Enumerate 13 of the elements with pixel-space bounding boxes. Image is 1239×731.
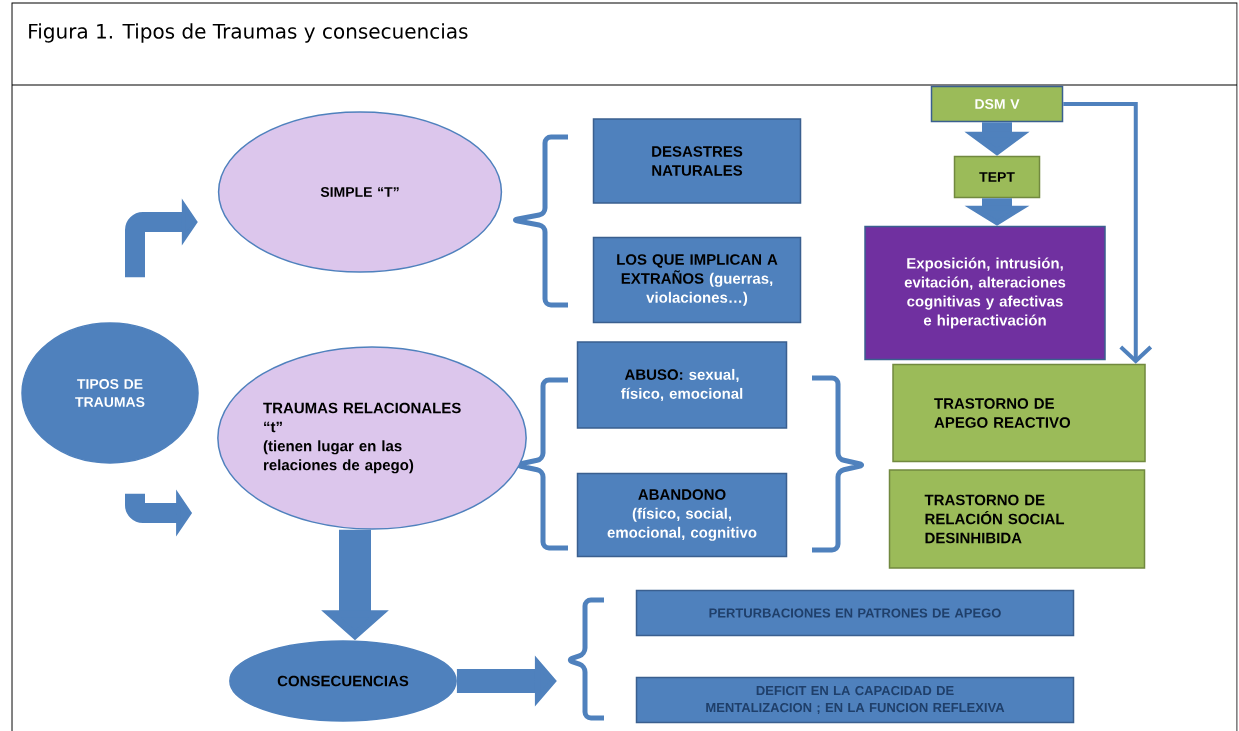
- disorder-box: TRASTORNO DE APEGO REACTIVO: [892, 363, 1146, 463]
- consequence-box: DEFICIT EN LA CAPACIDAD DE MENTALIZACION ; EN LA FUNCION REFLEXIVA: [635, 676, 1075, 724]
- figure-title: Figura 1. Tipos de Traumas y consecuencias: [29, 23, 468, 43]
- consequence-box: PERTURBACIONES EN PATRONES DE APEGO: [635, 589, 1075, 637]
- disorder-box: TRASTORNO DE RELACIÓN SOCIAL DESINHIBIDA: [888, 469, 1146, 569]
- arrow: [1063, 102, 1153, 364]
- category-box: DESASTRES NATURALES: [592, 118, 802, 204]
- category-box: ABUSO: sexual, físico, emocional: [576, 341, 788, 429]
- symptom-box: Exposición, intrusión, evitación, alteraciones cognitivas y afectivas e hiperactivación: [864, 225, 1106, 361]
- category-box: ABANDONO (físico, social, emocional, cognitivo: [576, 472, 788, 558]
- label-box: TEPT: [953, 155, 1041, 199]
- category-box: LOS QUE IMPLICAN A EXTRAÑOS (guerras, violaciones…): [592, 236, 802, 324]
- label-box: DSM V: [930, 85, 1064, 123]
